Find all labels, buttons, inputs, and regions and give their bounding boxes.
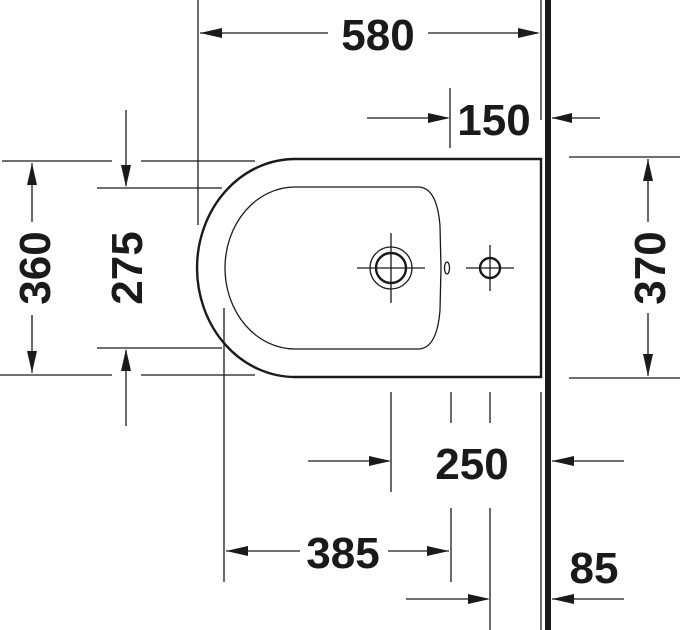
bidet-bowl-outline: [224, 186, 442, 350]
dimension-label-250: 250: [435, 440, 508, 489]
dimension-360: 360: [0, 160, 255, 376]
overflow-hole-icon: [443, 261, 451, 275]
dimension-label-360: 360: [11, 231, 60, 304]
tap-hole-icon: [466, 245, 514, 291]
dimension-label-370: 370: [626, 231, 675, 304]
dimension-label-85: 85: [570, 544, 619, 593]
dimension-250: 250: [308, 392, 624, 492]
dimension-150: 150: [367, 88, 600, 148]
dimension-label-580: 580: [341, 11, 414, 60]
dimension-385: 385: [223, 308, 452, 582]
dimension-275: 275: [97, 110, 222, 426]
dimension-label-385: 385: [306, 529, 379, 578]
dimension-label-150: 150: [457, 96, 530, 145]
dimension-370: 370: [569, 156, 680, 379]
dimension-85: 85: [406, 508, 624, 630]
waste-hole-icon: [357, 233, 425, 303]
bidet-outer-outline: [195, 157, 543, 379]
dimension-label-275: 275: [103, 231, 152, 304]
